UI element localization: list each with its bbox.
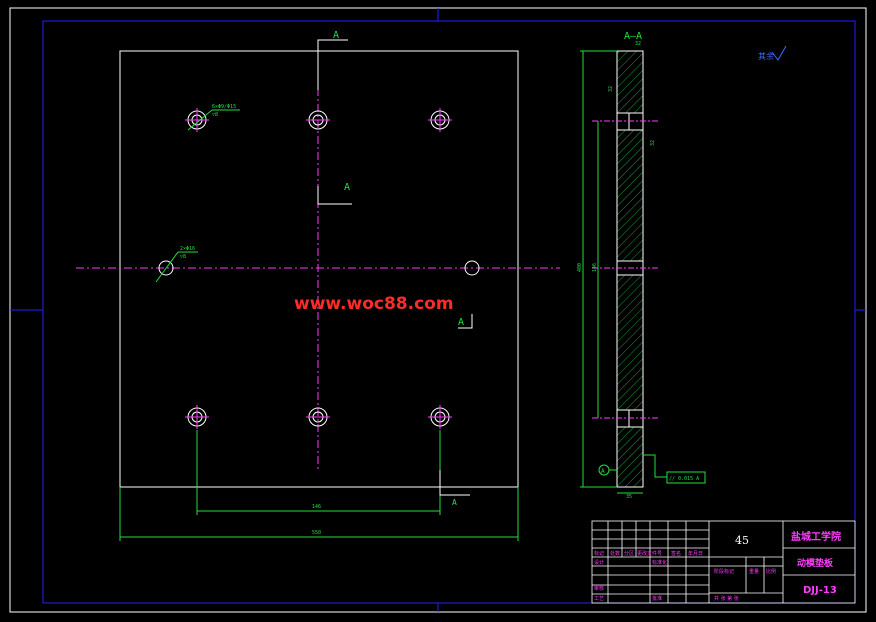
weight-label: 重量 [749,568,759,575]
row-design: 设计 [594,559,604,566]
title-material: 45 [735,534,749,547]
section-mark-top-arrow [317,39,348,90]
hole-note-top-leader [187,109,213,131]
hole-note-top-sub: ▽8 [212,112,218,118]
section-dim-height: 400 [577,263,583,272]
hole-note-left-leader [155,251,179,283]
section-dim-side-b: 32 [650,140,656,146]
section-mark-mid-arrow [317,186,352,205]
hole-top-left [185,108,209,132]
row-review: 审核 [594,585,604,592]
title-drawing-no: DJJ-13 [803,585,837,596]
hole-note-top: 6×Φ9/Φ15 [212,104,236,110]
section-mark-right-label: A [458,317,464,328]
row-standard: 标准化 [652,559,667,566]
hole-bottom-center [306,407,330,427]
row-process: 工艺 [594,596,604,602]
hole-mid-left [158,260,174,276]
section-mark-right-arrow [458,314,473,329]
grid-label-date: 年月日 [688,550,703,557]
section-dim-inner: 146 [592,263,598,272]
hole-top-center [306,110,330,130]
hole-note-left-sub: ▽8 [180,254,186,260]
section-dim-side-a: 32 [608,86,614,92]
row-approve: 批准 [652,595,662,602]
section-dim-thickness: 35 [626,494,632,500]
dim-hole-spacing: 146 [312,504,321,510]
tolerance-frame-text: // 0.015 A [669,476,699,482]
hole-mid-right [464,260,480,276]
section-mark-top-label: A [333,30,339,41]
section-mark-bottom-label: A [452,498,457,507]
grid-label-count: 处数 [610,550,620,557]
hole-top-right [428,108,452,132]
hole-bottom-right [428,405,452,429]
title-school: 盐城工学院 [791,530,841,543]
tolerance-frame [666,471,706,484]
plate-outline [119,50,519,488]
title-block [591,520,856,604]
scale-label: 比例 [766,568,776,575]
section-dim-top: 32 [635,41,641,47]
inner-frame [42,20,856,604]
grid-label-mark: 标记 [594,550,604,557]
section-view-title: A–A [624,31,642,42]
tolerance-leader [643,454,667,478]
sheet-labels: 共 张 第 张 [714,595,739,602]
grid-label-sign: 签名 [671,550,681,557]
hole-bottom-left [185,405,209,429]
title-part-name: 动模垫板 [797,557,834,569]
datum-label: A [601,468,605,475]
stage-label: 阶段标记 [714,568,734,575]
hole-note-left: 2×Φ16 [180,246,195,252]
section-mark-bottom-arrow [439,470,470,496]
surface-finish-note: 其余 [758,51,774,61]
grid-label-zone: 分区 [624,550,634,557]
dim-overall-width: 550 [312,530,321,536]
grid-label-change: 更改文件号 [637,550,662,557]
watermark: www.woc88.com [294,294,454,314]
surface-finish-icon [771,45,787,61]
section-mark-mid-label: A [344,182,350,193]
